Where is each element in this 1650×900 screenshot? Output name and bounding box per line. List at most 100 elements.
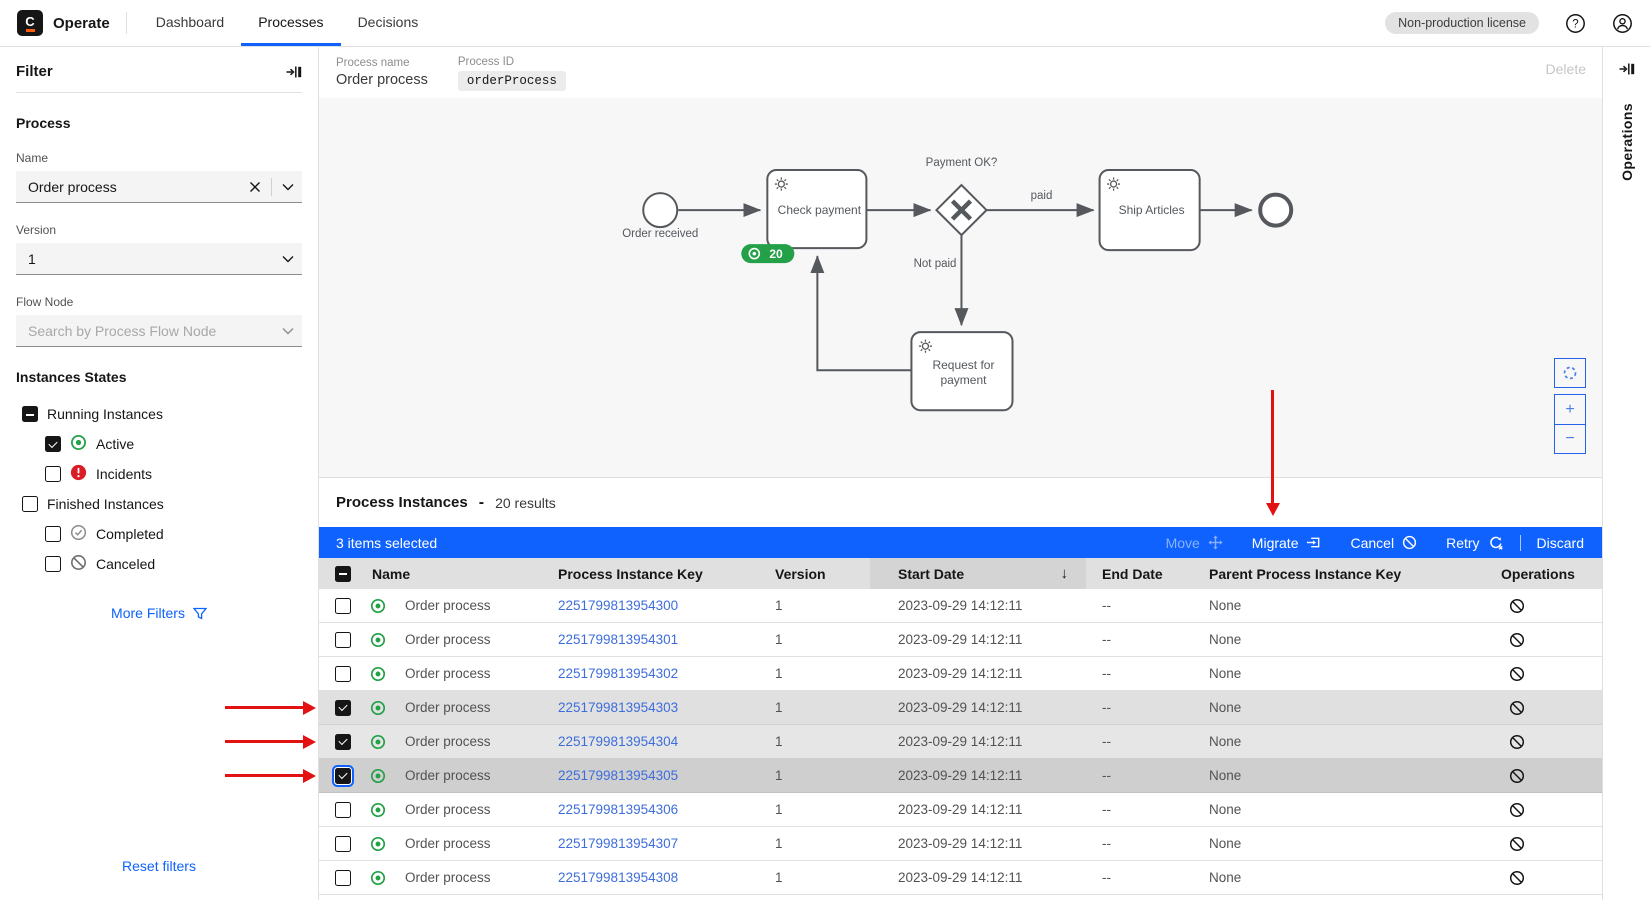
process-name: Order process bbox=[405, 734, 491, 749]
row-checkbox[interactable] bbox=[335, 767, 351, 784]
table-row[interactable]: Order process 2251799813954307 1 2023-09… bbox=[319, 827, 1602, 861]
cancel-operation-icon[interactable] bbox=[1509, 870, 1525, 886]
column-header-name[interactable]: Name bbox=[372, 565, 411, 582]
process-instance-key-link[interactable]: 2251799813954304 bbox=[558, 734, 679, 749]
collapse-panel-icon[interactable] bbox=[286, 64, 302, 80]
task-request-payment-label2: payment bbox=[940, 373, 987, 387]
cancel-operation-icon[interactable] bbox=[1509, 666, 1525, 682]
move-action[interactable]: Move bbox=[1166, 535, 1223, 551]
discard-action[interactable]: Discard bbox=[1536, 534, 1584, 551]
cancel-action[interactable]: Cancel bbox=[1350, 535, 1417, 551]
process-instance-key-link[interactable]: 2251799813954307 bbox=[558, 836, 679, 851]
table-row[interactable]: Order process 2251799813954304 1 2023-09… bbox=[319, 725, 1602, 759]
version-input[interactable] bbox=[16, 243, 274, 274]
row-checkbox[interactable] bbox=[335, 869, 351, 886]
results-header: Process Instances - 20 results bbox=[319, 477, 1602, 527]
cancel-operation-icon[interactable] bbox=[1509, 768, 1525, 784]
row-checkbox[interactable] bbox=[335, 631, 351, 648]
more-filters-link[interactable]: More Filters bbox=[16, 605, 302, 621]
retry-icon bbox=[1489, 536, 1503, 550]
help-icon[interactable]: ? bbox=[1565, 13, 1586, 34]
expand-operations-icon[interactable] bbox=[1619, 61, 1635, 77]
reset-zoom-button[interactable] bbox=[1554, 358, 1586, 388]
retry-action[interactable]: Retry bbox=[1446, 535, 1503, 551]
process-instance-key-link[interactable]: 2251799813954301 bbox=[558, 632, 679, 647]
state-running-instances: Running Instances bbox=[22, 399, 302, 429]
table-row[interactable]: Order process 2251799813954306 1 2023-09… bbox=[319, 793, 1602, 827]
process-instance-key-link[interactable]: 2251799813954305 bbox=[558, 768, 679, 783]
table-row[interactable]: Order process 2251799813954308 1 2023-09… bbox=[319, 861, 1602, 895]
cancel-icon bbox=[1402, 535, 1417, 550]
table-row[interactable]: Order process 2251799813954301 1 2023-09… bbox=[319, 623, 1602, 657]
active-checkbox[interactable] bbox=[45, 436, 61, 452]
cancel-operation-icon[interactable] bbox=[1509, 632, 1525, 648]
column-header-version[interactable]: Version bbox=[775, 565, 826, 582]
zoom-out-button[interactable]: − bbox=[1554, 424, 1586, 454]
process-instance-key-link[interactable]: 2251799813954303 bbox=[558, 700, 679, 715]
task-ship-articles[interactable] bbox=[1098, 169, 1201, 252]
task-check-payment[interactable] bbox=[766, 169, 868, 250]
row-checkbox[interactable] bbox=[335, 733, 351, 750]
process-name-select[interactable] bbox=[16, 171, 302, 203]
column-header-parent-key[interactable]: Parent Process Instance Key bbox=[1209, 565, 1402, 582]
tab-processes[interactable]: Processes bbox=[241, 0, 341, 46]
operations-panel-title[interactable]: Operations bbox=[1618, 103, 1635, 181]
table-row[interactable]: Order process 2251799813954303 1 2023-09… bbox=[319, 691, 1602, 725]
brand[interactable]: C Operate bbox=[0, 0, 126, 46]
process-name-input[interactable] bbox=[16, 171, 241, 202]
canceled-checkbox[interactable] bbox=[45, 556, 61, 572]
incidents-checkbox[interactable] bbox=[45, 466, 61, 482]
process-instance-key-link[interactable]: 2251799813954300 bbox=[558, 598, 679, 613]
chevron-down-icon[interactable] bbox=[274, 244, 302, 274]
completed-checkbox[interactable] bbox=[45, 526, 61, 542]
cancel-operation-icon[interactable] bbox=[1509, 802, 1525, 818]
delete-button[interactable]: Delete bbox=[1545, 61, 1586, 77]
clear-icon[interactable] bbox=[241, 172, 269, 202]
cancel-operation-icon[interactable] bbox=[1509, 836, 1525, 852]
table-row[interactable]: Order process 2251799813954302 1 2023-09… bbox=[319, 657, 1602, 691]
start-date-label: Start Date bbox=[898, 565, 965, 582]
cancel-operation-icon[interactable] bbox=[1509, 734, 1525, 750]
tab-dashboard[interactable]: Dashboard bbox=[155, 13, 225, 30]
column-header-key[interactable]: Process Instance Key bbox=[558, 565, 703, 582]
gateway-payment-ok[interactable] bbox=[935, 183, 988, 237]
state-finished-instances: Finished Instances bbox=[22, 489, 302, 519]
bpmn-canvas: Order received Check payment 20 Pa bbox=[622, 157, 1294, 412]
select-all-checkbox[interactable] bbox=[335, 565, 351, 582]
chevron-down-icon[interactable] bbox=[274, 316, 302, 346]
start-event[interactable] bbox=[642, 192, 679, 229]
column-header-end-date[interactable]: End Date bbox=[1102, 565, 1163, 582]
running-instances-checkbox[interactable] bbox=[22, 406, 38, 422]
version-select[interactable] bbox=[16, 243, 302, 275]
parent-key-cell: None bbox=[1209, 836, 1242, 851]
row-checkbox[interactable] bbox=[335, 665, 351, 682]
tab-decisions[interactable]: Decisions bbox=[357, 13, 419, 30]
reset-filters-button[interactable]: Reset filters bbox=[122, 858, 196, 874]
table-row[interactable]: Order process 2251799813954305 1 2023-09… bbox=[319, 759, 1602, 793]
bpmn-diagram[interactable]: Order received Check payment 20 Pa bbox=[319, 98, 1602, 477]
chevron-down-icon[interactable] bbox=[274, 172, 302, 202]
zoom-in-button[interactable]: + bbox=[1554, 394, 1586, 424]
migrate-action[interactable]: Migrate bbox=[1252, 535, 1322, 551]
user-icon[interactable] bbox=[1612, 13, 1633, 34]
flow-node-input[interactable] bbox=[16, 315, 274, 346]
row-checkbox[interactable] bbox=[335, 597, 351, 614]
row-checkbox[interactable] bbox=[335, 835, 351, 852]
actions-divider bbox=[1519, 534, 1521, 551]
column-header-start-date[interactable]: Start Date ↓ bbox=[870, 558, 1086, 589]
end-event[interactable] bbox=[1258, 192, 1294, 228]
row-checkbox[interactable] bbox=[335, 801, 351, 818]
table-row[interactable]: Order process 2251799813954300 1 2023-09… bbox=[319, 589, 1602, 623]
process-instance-key-link[interactable]: 2251799813954302 bbox=[558, 666, 679, 681]
parent-key-cell: None bbox=[1209, 666, 1242, 681]
cancel-operation-icon[interactable] bbox=[1509, 700, 1525, 716]
flow-node-select[interactable] bbox=[16, 315, 302, 347]
cancel-operation-icon[interactable] bbox=[1509, 598, 1525, 614]
finished-instances-checkbox[interactable] bbox=[22, 496, 38, 512]
process-instance-key-link[interactable]: 2251799813954308 bbox=[558, 870, 679, 885]
process-instance-key-link[interactable]: 2251799813954306 bbox=[558, 802, 679, 817]
row-checkbox[interactable] bbox=[335, 699, 351, 716]
task-request-payment[interactable] bbox=[910, 331, 1014, 412]
end-date-cell: -- bbox=[1102, 598, 1111, 613]
start-date-cell: 2023-09-29 14:12:11 bbox=[898, 632, 1023, 647]
